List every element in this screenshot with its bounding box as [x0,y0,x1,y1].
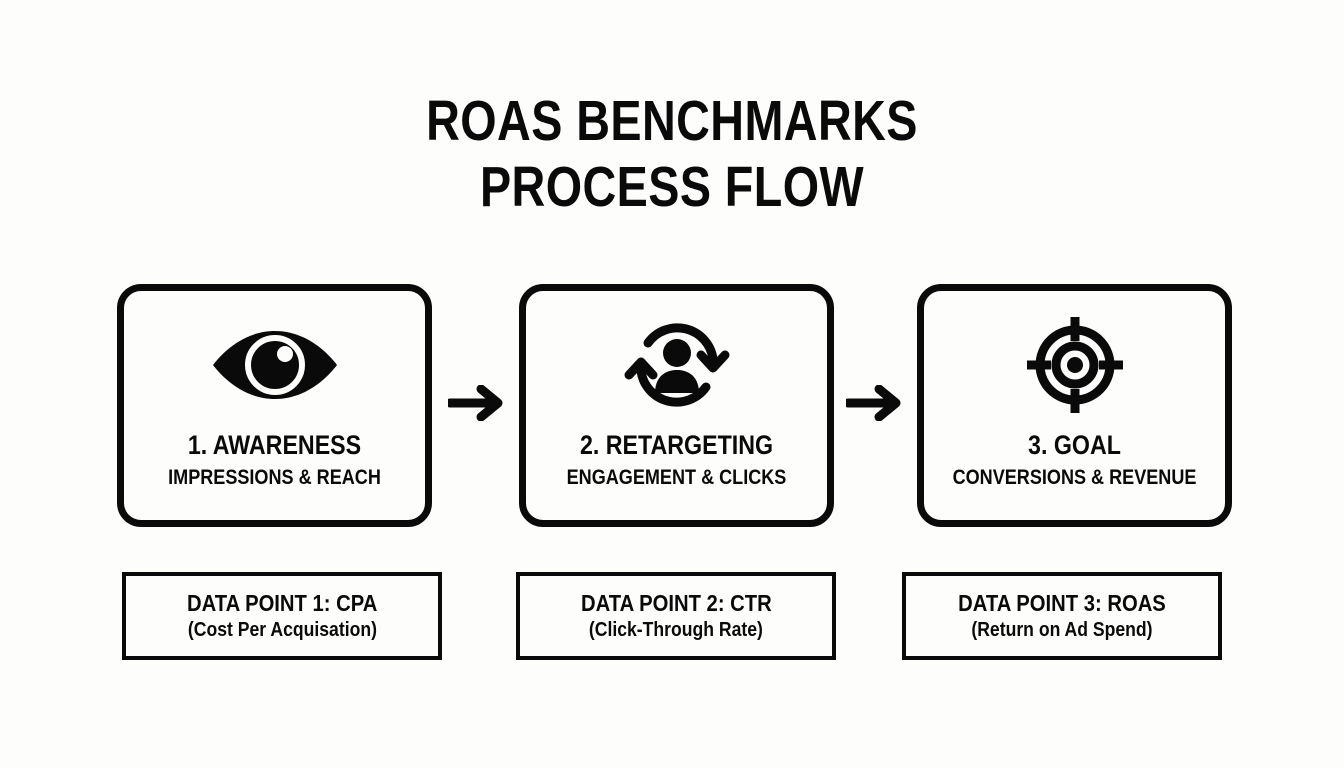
data-point-card-cpa[interactable]: DATA POINT 1: CPA (Cost Per Acquisation) [122,572,442,660]
data-point-card-roas[interactable]: DATA POINT 3: ROAS (Return on Ad Spend) [902,572,1222,660]
arrow-right-icon [843,384,904,422]
data-point-subtitle: (Cost Per Acquisation) [187,619,377,641]
eye-icon [124,319,425,411]
step-card-retargeting[interactable]: 2. RETARGETING ENGAGEMENT & CLICKS [519,284,834,527]
data-point-subtitle: (Return on Ad Spend) [971,619,1153,641]
data-point-title: DATA POINT 2: CTR [580,590,772,616]
title-line-1: ROAS BENCHMARKS [426,89,918,153]
step-subtitle: ENGAGEMENT & CLICKS [566,466,787,489]
data-point-subtitle: (Click-Through Rate) [588,619,764,641]
page-title: ROAS BENCHMARKS PROCESS FLOW [0,88,1344,220]
retargeting-person-refresh-icon [526,319,827,411]
step-title: 2. RETARGETING [579,430,774,460]
step-subtitle: IMPRESSIONS & REACH [168,466,381,489]
arrow-right-icon [445,384,506,422]
data-point-card-ctr[interactable]: DATA POINT 2: CTR (Click-Through Rate) [516,572,836,660]
title-line-2: PROCESS FLOW [479,155,865,219]
step-card-awareness[interactable]: 1. AWARENESS IMPRESSIONS & REACH [117,284,432,527]
step-title: 1. AWARENESS [187,430,362,460]
data-point-title: DATA POINT 3: ROAS [958,590,1166,616]
step-card-goal[interactable]: 3. GOAL CONVERSIONS & REVENUE [917,284,1232,527]
data-point-title: DATA POINT 1: CPA [186,590,378,616]
step-subtitle: CONVERSIONS & REVENUE [952,466,1197,489]
target-crosshair-icon [924,317,1225,413]
step-title: 3. GOAL [1028,430,1121,460]
